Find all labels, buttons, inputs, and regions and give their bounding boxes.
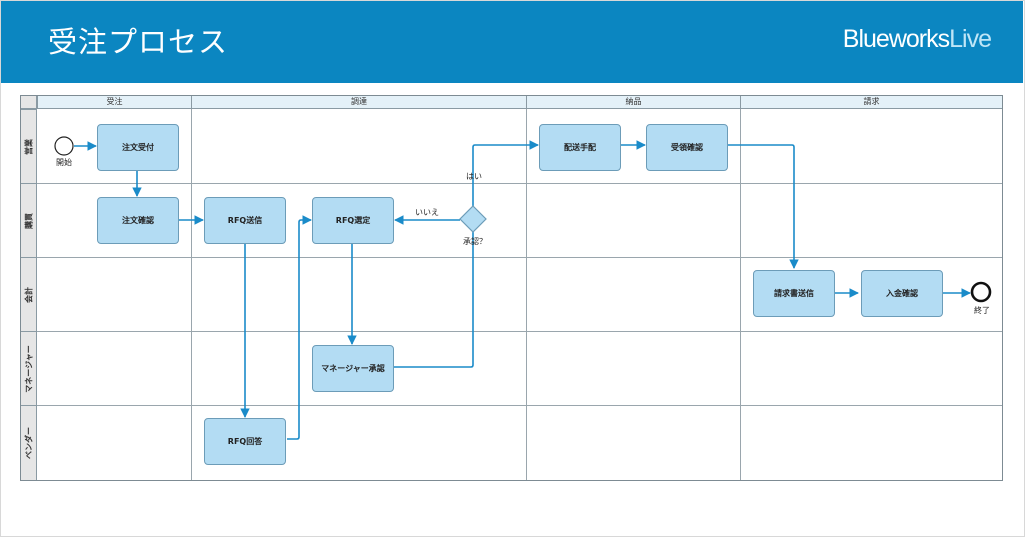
phase-divider [740,109,741,480]
task-order-receive[interactable]: 注文受付 [97,124,179,171]
start-event [54,136,74,156]
lane-divider [37,405,1002,406]
task-manager-approval[interactable]: マネージャー承認 [312,345,394,392]
task-order-confirm[interactable]: 注文確認 [97,197,179,244]
flow-manager-to-gateway [393,232,474,368]
gateway-no-label: いいえ [415,208,439,217]
gateway-label: 承認？ [463,237,487,246]
brand-name: Blueworks [842,25,950,53]
task-delivery-arrange[interactable]: 配送手配 [539,124,621,171]
task-rfq-select[interactable]: RFQ選定 [312,197,394,244]
task-rfq-send[interactable]: RFQ送信 [204,197,286,244]
lane-divider [37,331,1002,332]
brand-name-accent: Live [949,25,992,53]
phase-divider [526,109,527,480]
flow-gateway-yes-to-delivery [472,140,539,206]
end-event [970,281,992,303]
task-payment-confirm[interactable]: 入金確認 [861,270,943,317]
header-bar: 受注プロセス BlueworksLive [1,1,1023,83]
task-rfq-answer[interactable]: RFQ回答 [204,418,286,465]
gateway-yes-label: はい [466,172,482,181]
phase-divider [191,109,192,480]
lane-divider [37,183,1002,184]
flow-receipt-to-invoice [728,144,799,269]
task-invoice-send[interactable]: 請求書送信 [753,270,835,317]
start-event-label: 開始 [56,158,72,167]
task-receipt-confirm[interactable]: 受領確認 [646,124,728,171]
page-title: 受注プロセス [48,25,229,59]
lane-divider [37,257,1002,258]
brand-logo[interactable]: BlueworksLive [842,25,992,54]
end-event-label: 終了 [974,306,990,315]
approval-gateway [459,205,487,233]
flow-rfq-answer-to-rfq-select [287,215,312,440]
